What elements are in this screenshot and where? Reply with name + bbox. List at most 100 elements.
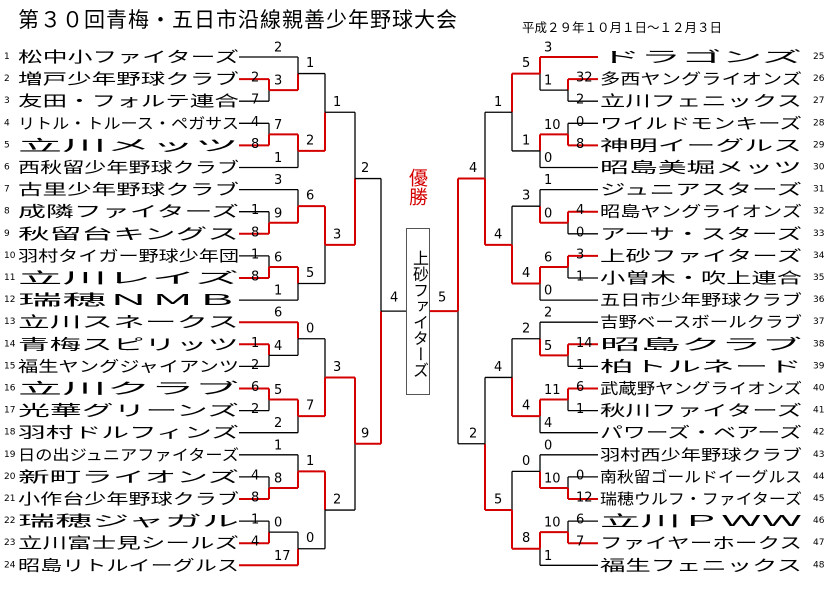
score: 2 bbox=[251, 402, 259, 417]
score: 2 bbox=[333, 493, 341, 508]
score: 1 bbox=[251, 203, 259, 218]
team-name: ジュニアスターズ bbox=[600, 181, 802, 199]
team-name: 福生フェニックス bbox=[600, 556, 802, 574]
score: 12 bbox=[576, 491, 593, 506]
score: 6 bbox=[251, 380, 259, 395]
seed-number: 32 bbox=[813, 207, 824, 217]
score: 1 bbox=[333, 95, 341, 110]
score: 0 bbox=[544, 438, 552, 453]
score: 2 bbox=[522, 321, 530, 336]
team-name: アーサ・スターズ bbox=[600, 225, 802, 243]
score: 3 bbox=[522, 189, 530, 204]
seed-number: 45 bbox=[813, 494, 824, 504]
seed-number: 37 bbox=[813, 317, 824, 327]
seed-number: 9 bbox=[4, 229, 10, 239]
score: 1 bbox=[576, 358, 584, 373]
seed-number: 14 bbox=[4, 339, 16, 349]
score: 4 bbox=[469, 161, 477, 176]
team-name: 柏トルネード bbox=[600, 357, 802, 375]
seed-number: 44 bbox=[813, 472, 825, 482]
team-name: 日の出ジュニアファイターズ bbox=[18, 446, 239, 464]
score: 5 bbox=[544, 339, 552, 354]
score: 4 bbox=[544, 416, 552, 431]
score: 6 bbox=[306, 189, 314, 204]
score: 0 bbox=[544, 284, 552, 299]
team-name: 西秋留少年野球クラブ bbox=[18, 159, 239, 177]
score: 3 bbox=[274, 74, 282, 89]
seed-number: 13 bbox=[4, 317, 15, 327]
team-name: 昭島ヤングライオンズ bbox=[600, 203, 802, 221]
seed-number: 43 bbox=[813, 450, 824, 460]
score: 4 bbox=[494, 227, 502, 242]
score: 2 bbox=[251, 71, 259, 86]
score: 3 bbox=[274, 173, 282, 188]
team-name: 瑞穂ＮＭＢ bbox=[18, 291, 239, 309]
score: 1 bbox=[544, 173, 552, 188]
team-name: 昭島美堀メッツ bbox=[600, 159, 802, 177]
score: 1 bbox=[274, 438, 282, 453]
score: 8 bbox=[251, 491, 259, 506]
score: 1 bbox=[544, 549, 552, 564]
seed-number: 25 bbox=[813, 52, 824, 62]
team-name: 南秋留ゴールドイーグルス bbox=[600, 468, 802, 486]
team-name: 秋川ファイターズ bbox=[600, 402, 802, 420]
seed-number: 31 bbox=[813, 185, 824, 195]
team-name: 昭島リトルイーグルス bbox=[18, 556, 239, 574]
score: 1 bbox=[251, 247, 259, 262]
team-name: 成隣ファイターズ bbox=[18, 203, 239, 221]
score: 0 bbox=[544, 206, 552, 221]
score: 8 bbox=[522, 531, 530, 546]
team-name: 青梅スピリッツ bbox=[18, 335, 239, 353]
team-name: ドラゴンズ bbox=[600, 48, 802, 66]
team-name: 増戸少年野球クラブ bbox=[18, 70, 239, 88]
score: 1 bbox=[576, 270, 584, 285]
score: 2 bbox=[576, 93, 584, 108]
team-name: 瑞穂ジャガル bbox=[18, 512, 239, 530]
team-name: 古里少年野球クラブ bbox=[18, 181, 239, 199]
team-name: 吉野ベースボールクラブ bbox=[600, 313, 802, 331]
score: 2 bbox=[274, 41, 282, 56]
seed-number: 1 bbox=[4, 52, 10, 62]
team-name: 秋留台キングス bbox=[18, 225, 239, 243]
score: 5 bbox=[522, 56, 530, 71]
team-name: 瑞穂ウルフ・ファイターズ bbox=[600, 490, 802, 508]
seed-number: 48 bbox=[813, 560, 825, 570]
tournament-date: 平成２９年１０月１日～１２月３日 bbox=[522, 20, 723, 35]
team-name: ファイヤーホークス bbox=[600, 534, 802, 552]
score: 4 bbox=[494, 360, 502, 375]
seed-number: 11 bbox=[4, 273, 15, 283]
score: 1 bbox=[274, 151, 282, 166]
seed-number: 41 bbox=[813, 406, 824, 416]
seed-number: 21 bbox=[4, 494, 15, 504]
seed-number: 22 bbox=[4, 516, 15, 526]
seed-number: 17 bbox=[4, 406, 15, 416]
team-name: 立川スネークス bbox=[18, 313, 239, 331]
score: 14 bbox=[576, 336, 593, 351]
seed-number: 36 bbox=[813, 295, 825, 305]
score: 1 bbox=[544, 74, 552, 89]
seed-number: 39 bbox=[813, 361, 825, 371]
score: 1 bbox=[576, 402, 584, 417]
seed-number: 35 bbox=[813, 273, 824, 283]
score: 1 bbox=[251, 336, 259, 351]
score: 10 bbox=[544, 471, 561, 486]
score: 1 bbox=[306, 56, 314, 71]
seed-number: 5 bbox=[4, 140, 10, 150]
score: 0 bbox=[544, 151, 552, 166]
team-name: 武蔵野ヤングライオンズ bbox=[600, 380, 802, 398]
score: 4 bbox=[251, 115, 259, 130]
team-name: 五日市少年野球クラブ bbox=[600, 291, 802, 309]
team-name: 神明イーグルス bbox=[600, 136, 802, 154]
score: 4 bbox=[522, 399, 530, 414]
score: 1 bbox=[274, 284, 282, 299]
seed-number: 23 bbox=[4, 538, 15, 548]
team-name: 光華グリーンズ bbox=[18, 402, 239, 420]
team-name: 昭島クラブ bbox=[600, 335, 802, 353]
score: 0 bbox=[274, 516, 282, 531]
team-name: 新町ライオンズ bbox=[18, 468, 239, 486]
score: 2 bbox=[544, 306, 552, 321]
score: 6 bbox=[274, 250, 282, 265]
score: 4 bbox=[576, 203, 584, 218]
team-name: 立川富士見シールズ bbox=[18, 534, 239, 552]
